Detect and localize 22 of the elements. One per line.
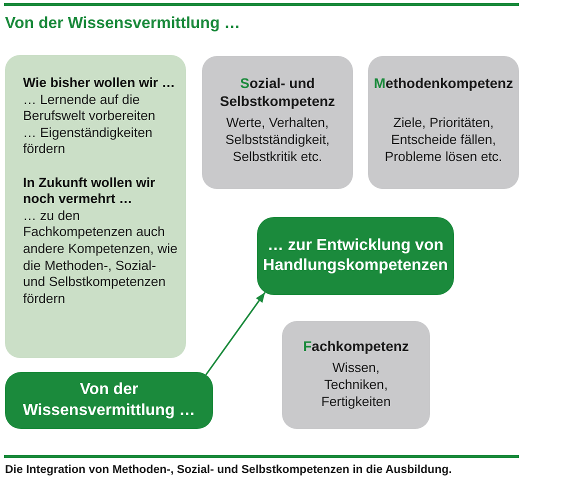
box-title: Methodenkompetenz xyxy=(374,74,514,92)
panel-heading: In Zukunft wollen wir noch vermehrt … xyxy=(23,174,156,208)
figure-caption: Die Integration von Methoden-, Sozial- und Selbstkompetenzen in die Ausbildung. xyxy=(5,463,452,478)
competence-box xyxy=(282,321,430,429)
competence-box xyxy=(202,56,353,189)
panel-text: … zu den Fachkompetenzen auch andere Kompetenzen, wie die Methoden-, Sozial- und Selbstkompetenzen fördern xyxy=(23,208,178,308)
highlight-box xyxy=(257,217,454,295)
panel-text: … Lernende auf die Berufswelt vorbereiten xyxy=(23,92,156,125)
box-text: Werte, Verhalten, Selbstständigkeit, Selbstkritik etc. xyxy=(224,114,331,165)
arrow xyxy=(205,292,266,376)
highlight-box xyxy=(5,372,213,429)
box-title: Fachkompetenz xyxy=(303,337,409,355)
diagram-title: Von der Wissensvermittlung … xyxy=(5,14,240,34)
competence-box xyxy=(368,56,519,189)
box-title: Sozial- und Selbstkompetenz xyxy=(218,74,336,110)
note-panel xyxy=(5,55,186,358)
box-text: Wissen, Techniken, Fertigkeiten xyxy=(320,359,392,410)
panel-text: … Eigenständigkeiten fördern xyxy=(23,124,154,158)
box-label: Von der Wissensvermittlung … xyxy=(22,380,196,420)
panel-heading: Wie bisher wollen wir … xyxy=(23,75,176,92)
box-label: … zur Entwicklung von Handlungskompetenzen xyxy=(262,236,449,276)
box-text: Ziele, Prioritäten, Entscheide fällen, Probleme lösen etc. xyxy=(384,114,504,165)
